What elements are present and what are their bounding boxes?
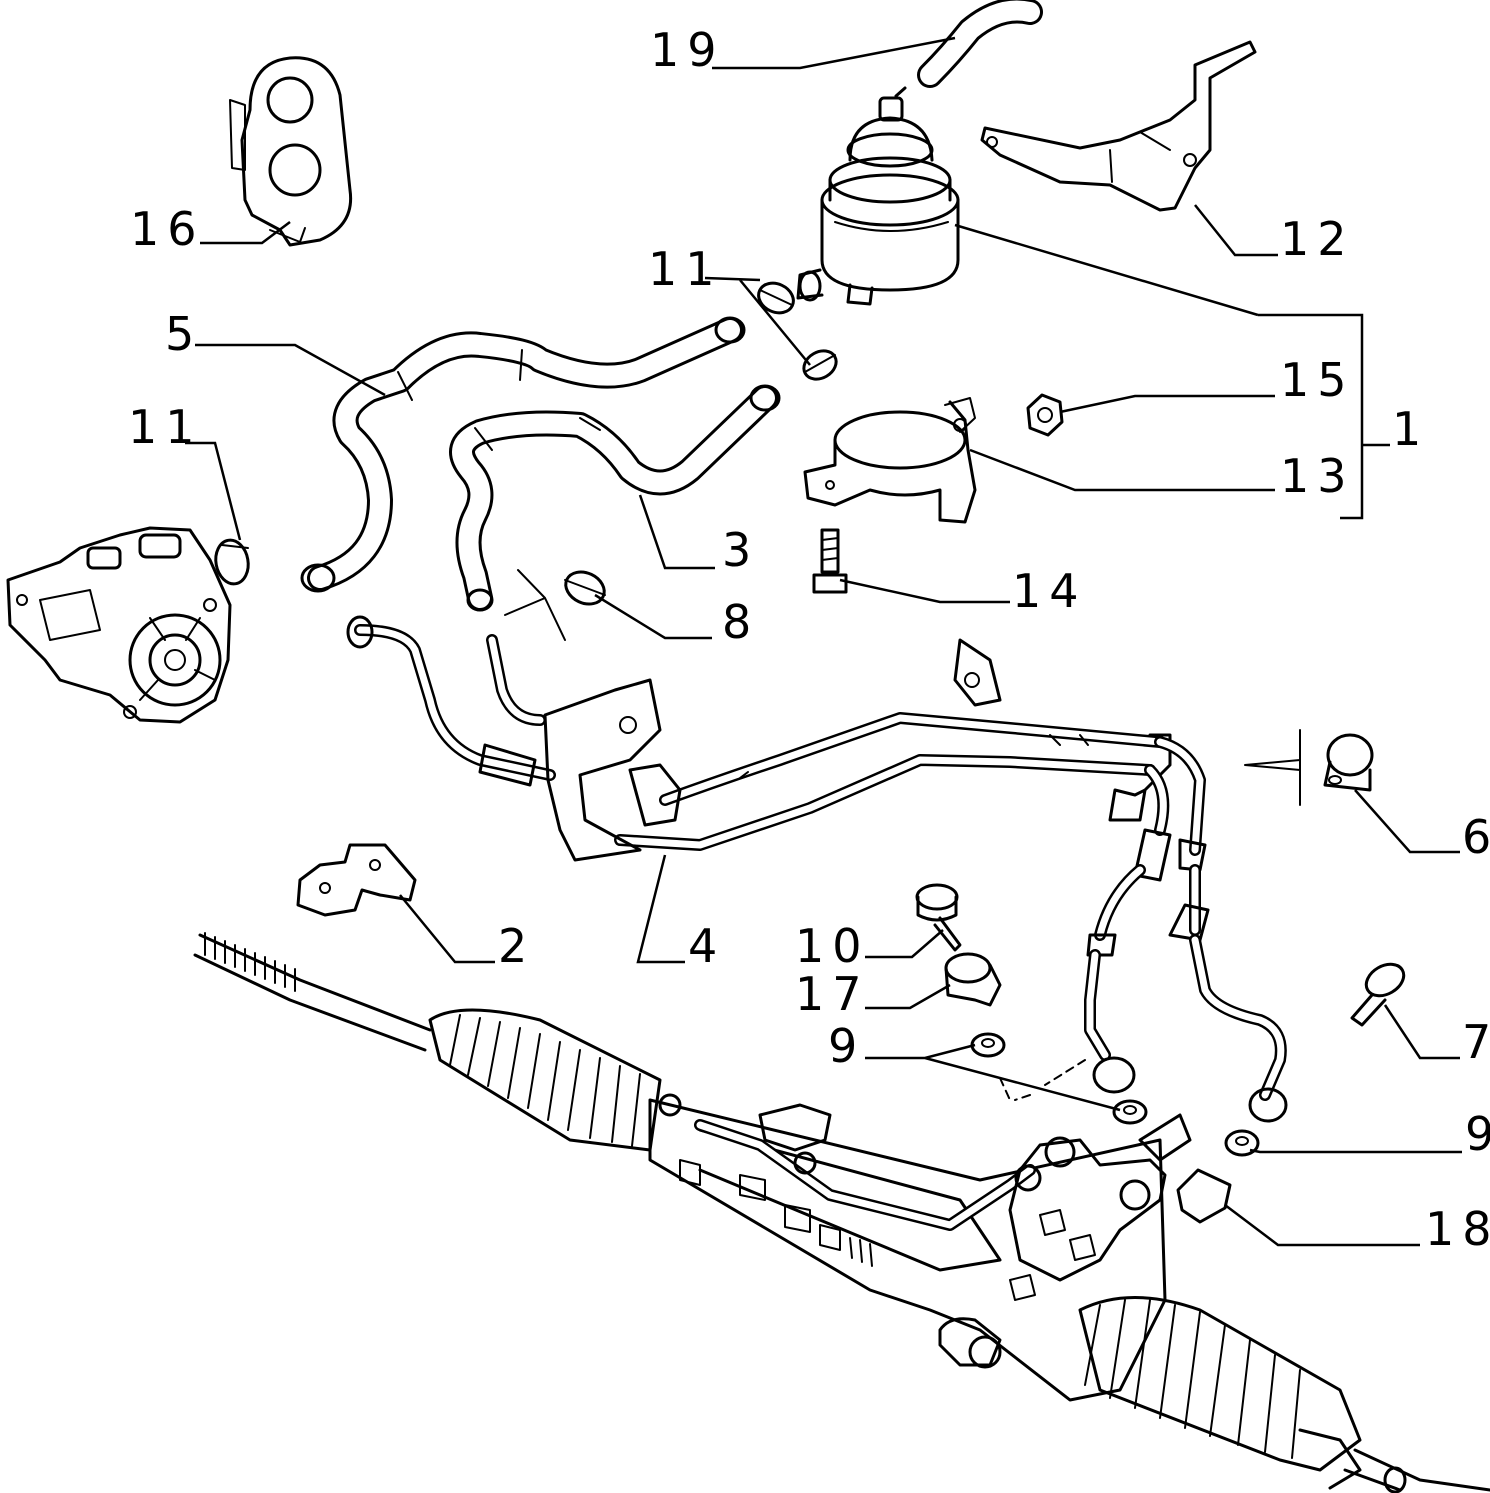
callout-12: 12 (1280, 212, 1355, 266)
callout-4: 4 (688, 919, 725, 973)
part-6-clip (1323, 733, 1374, 792)
callout-15: 15 (1280, 353, 1355, 407)
part-9-washers (970, 1032, 1260, 1157)
fluid-reservoir (796, 86, 960, 306)
callout-9-left: 9 (828, 1019, 865, 1073)
assembly-marker-right (1244, 729, 1301, 806)
part-12-bracket (980, 40, 1257, 212)
part-8-clamp (564, 570, 606, 606)
part-19-vent-hose (917, 0, 1043, 88)
callout-numbers: 19 16 12 11 5 11 15 1 13 3 14 8 6 2 4 10… (128, 23, 1490, 1256)
callout-14: 14 (1012, 564, 1087, 618)
part-11-clamp-pump (214, 538, 250, 586)
callout-3: 3 (722, 523, 759, 577)
callout-6: 6 (1462, 810, 1490, 864)
callout-5: 5 (165, 307, 202, 361)
callout-13: 13 (1280, 449, 1355, 503)
callout-17: 17 (795, 967, 870, 1021)
callout-16: 16 (130, 202, 205, 256)
callout-1: 1 (1392, 402, 1429, 456)
callout-2: 2 (498, 919, 535, 973)
callout-11-upper: 11 (648, 242, 723, 296)
part-18-cap (1176, 1168, 1232, 1224)
power-steering-pump (6, 526, 232, 724)
part-4-pipe-assembly (346, 615, 1288, 1123)
callout-18: 18 (1425, 1202, 1490, 1256)
leader-lines (185, 36, 1462, 1247)
part-5-return-hose (300, 316, 746, 593)
assembly-marker-left (504, 569, 566, 641)
part-3-supply-hose (449, 384, 781, 612)
part-15-nut (1026, 393, 1064, 437)
callout-10: 10 (795, 919, 870, 973)
part-17-union (944, 952, 1002, 1007)
callout-9-right: 9 (1465, 1107, 1490, 1161)
part-7-bolt (1350, 962, 1406, 1027)
steering-rack (193, 932, 1490, 1493)
part-16-heat-shield (229, 56, 353, 247)
callout-11-pump: 11 (128, 400, 203, 454)
callout-8: 8 (722, 595, 759, 649)
part-13-reservoir-clamp (803, 397, 977, 524)
part-10-banjo-bolt (915, 883, 962, 952)
part-14-bolt (812, 528, 848, 594)
callout-19: 19 (650, 23, 725, 77)
part-2-bracket (296, 843, 417, 917)
callout-7: 7 (1462, 1015, 1490, 1069)
part-11-clamps-upper (757, 281, 838, 381)
